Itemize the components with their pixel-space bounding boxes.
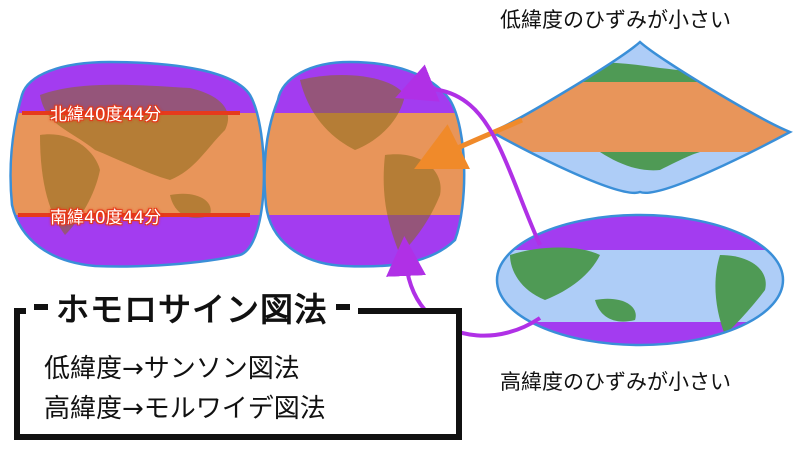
orange-arrow xyxy=(414,117,524,169)
main-title: ホモロサイン図法 xyxy=(56,290,328,329)
land-south-america xyxy=(383,154,441,255)
land-moll-asia xyxy=(510,247,600,300)
title-dash-left xyxy=(34,304,48,310)
land-sinu-south xyxy=(600,152,700,171)
land-sinu-north xyxy=(540,62,730,82)
homolosine-left-lobe xyxy=(10,62,264,267)
land-australia xyxy=(170,193,211,219)
purple-arrow-top xyxy=(395,64,542,246)
land-africa xyxy=(40,134,100,235)
latitude-label-north: 北緯40度44分 xyxy=(50,105,162,125)
mollweide-outline xyxy=(495,213,785,347)
top-caption: 低緯度のひずみが小さい xyxy=(500,8,731,32)
homolosine-left-outline xyxy=(9,60,266,268)
homolosine-right-lobe xyxy=(264,62,465,267)
land-moll-america xyxy=(715,255,766,335)
description-line-1: 低緯度→サンソン図法 xyxy=(44,354,300,384)
latitude-label-south: 南緯40度44分 xyxy=(50,208,162,228)
sinusoidal-outline xyxy=(489,40,793,195)
title-dash-right xyxy=(336,304,350,310)
sinusoidal-map xyxy=(492,42,790,193)
title-row: ホモロサイン図法 xyxy=(26,283,358,331)
land-north-america xyxy=(300,75,405,150)
land-eurasia xyxy=(40,84,229,180)
land-moll-australia xyxy=(595,298,636,322)
bottom-caption: 高緯度のひずみが小さい xyxy=(500,370,731,394)
homolosine-right-outline xyxy=(263,60,466,268)
description-line-2: 高緯度→モルワイデ図法 xyxy=(44,394,326,424)
